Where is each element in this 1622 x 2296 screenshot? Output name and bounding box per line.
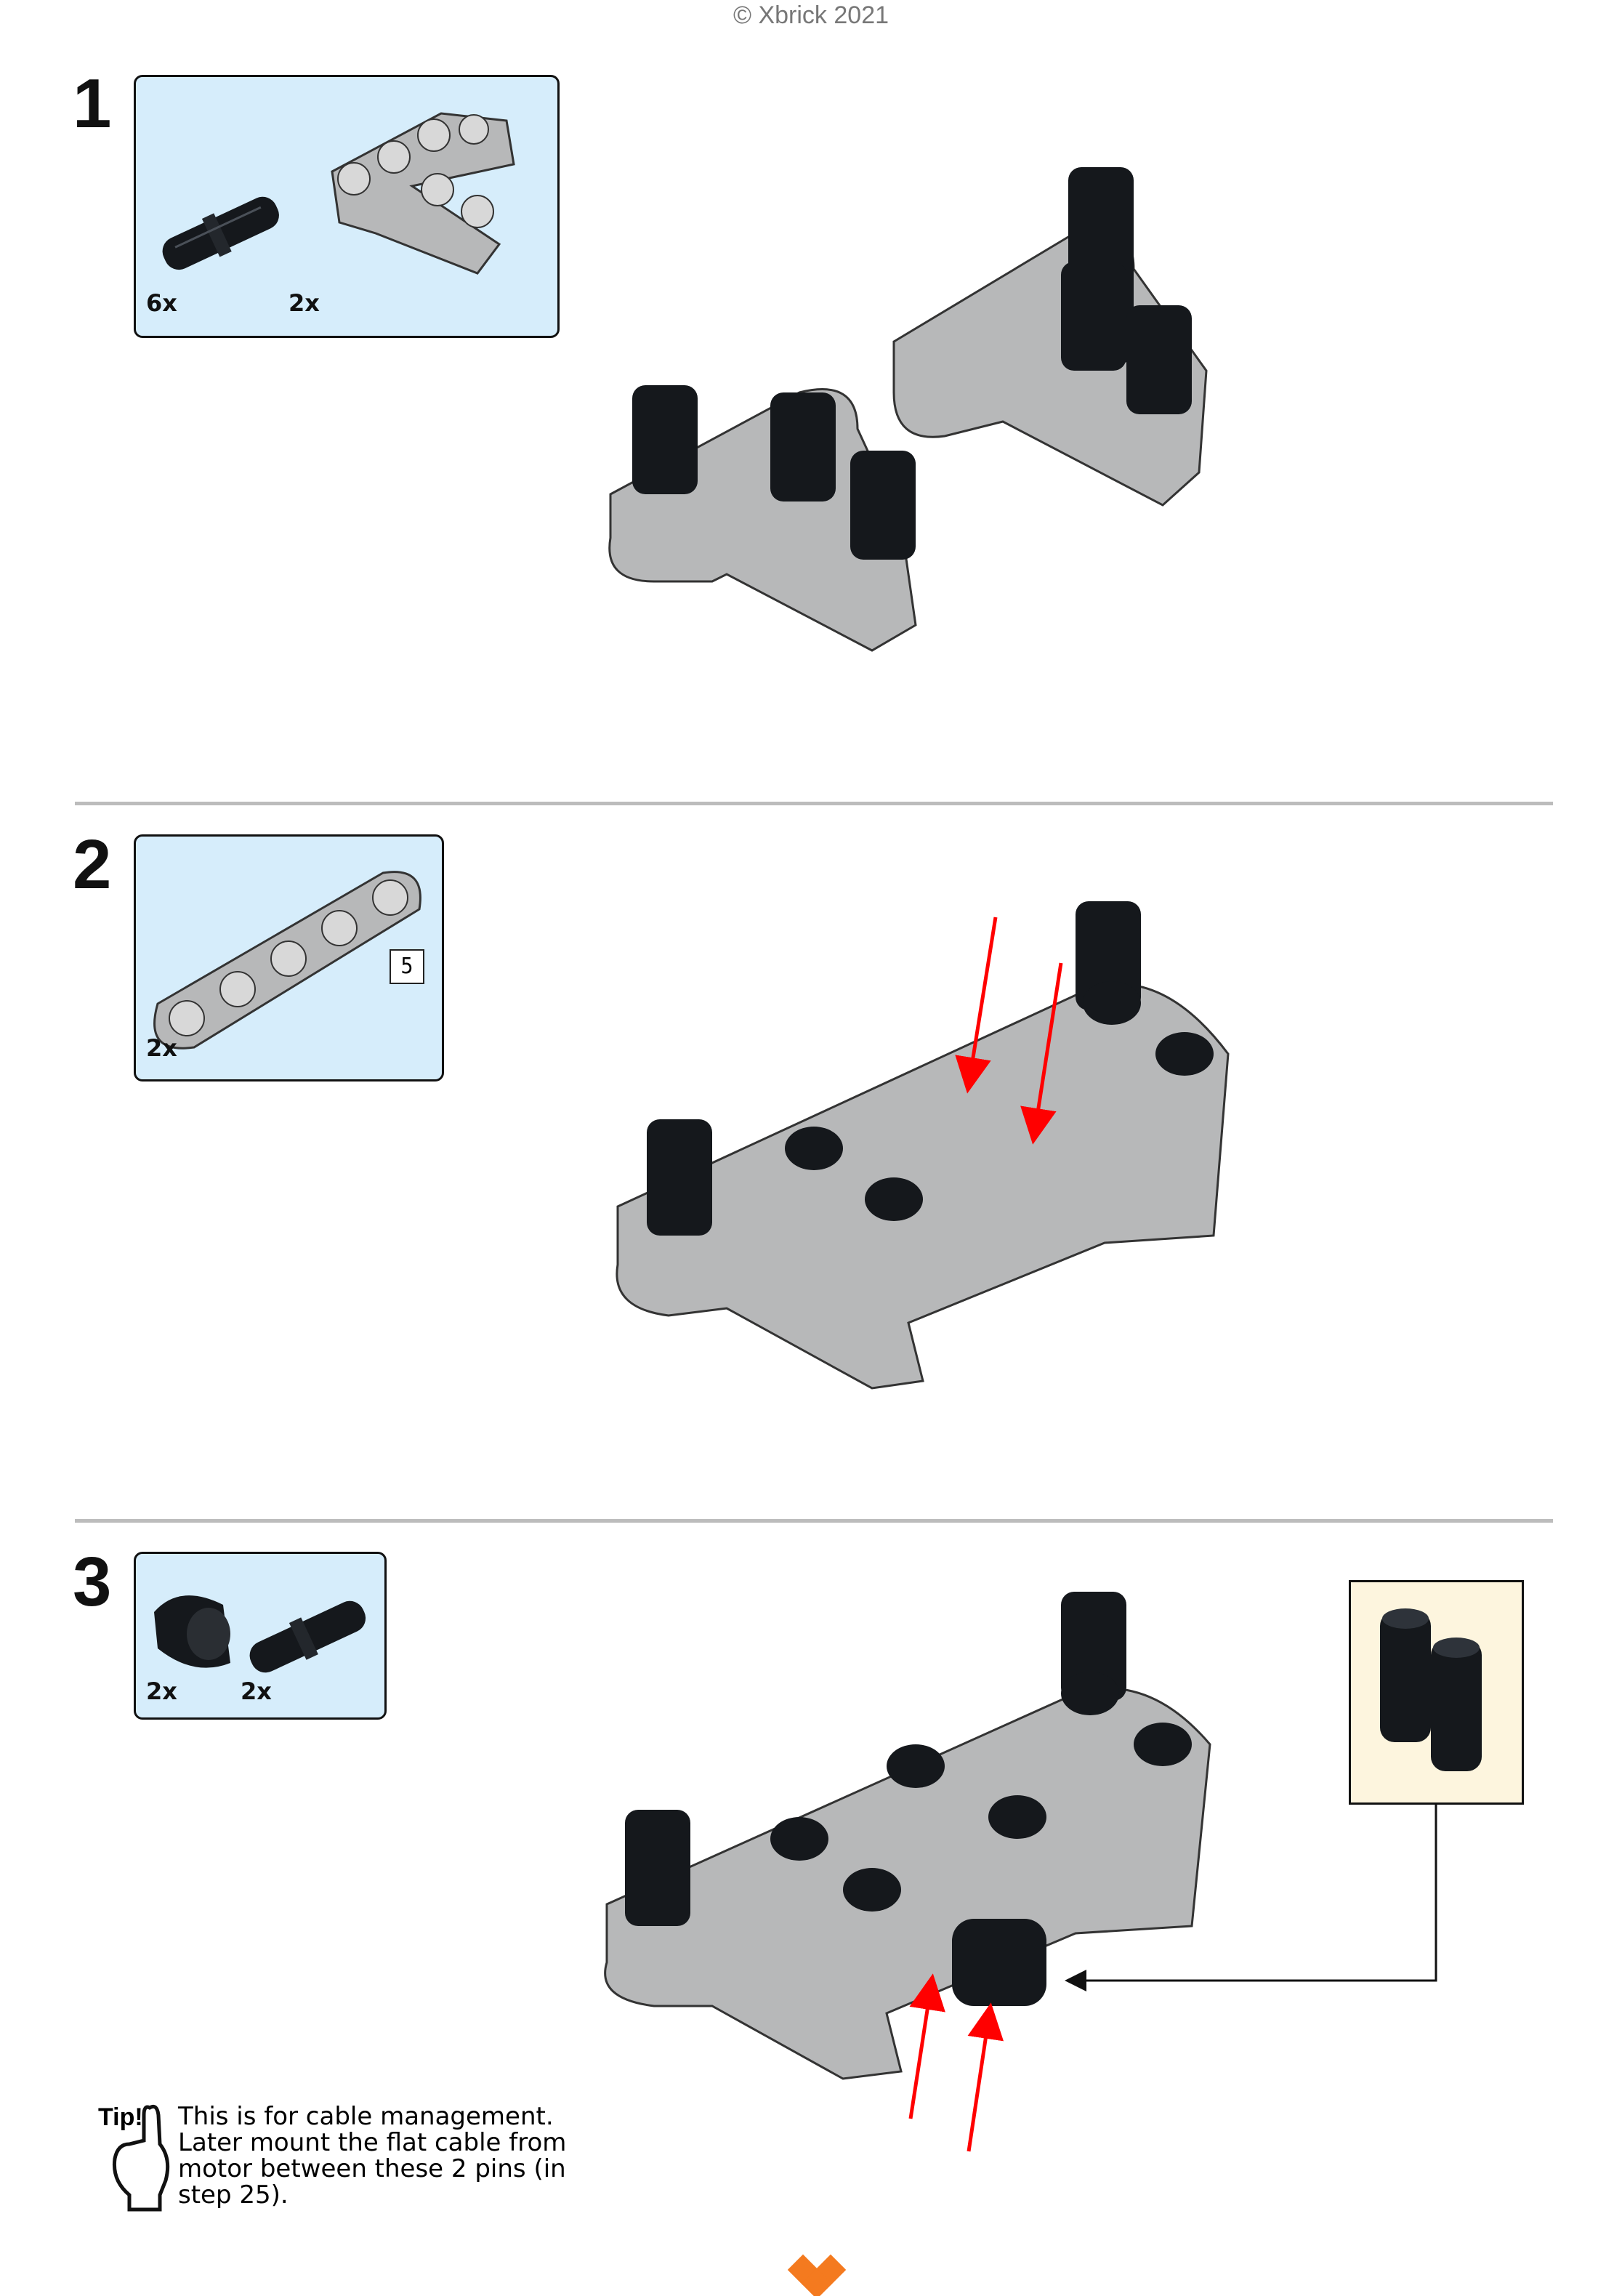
copyright-text: © Xbrick 2021 [733,1,889,29]
black-pin-icon [162,196,279,270]
step-number-1: 1 [73,65,112,142]
step-divider [75,1519,1553,1523]
parts-callout-step-2: 5 2x [134,834,444,1081]
black-pin-icon [249,1600,366,1673]
step-divider [75,802,1553,805]
part-quantity: 2x [241,1677,272,1705]
gray-t-beam-icon [331,112,515,275]
parts-illustration [154,1595,366,1673]
tip-text: This is for cable management. Later moun… [178,2102,567,2210]
step-1-model [608,167,1208,652]
step-3-model [604,1592,1211,2080]
black-bush-icon [154,1595,230,1668]
detail-callout [1349,1580,1524,1805]
xbrick-logo [787,2254,847,2296]
parts-callout-step-3: 2x 2x [134,1552,387,1720]
parts-illustration [162,112,515,275]
part-quantity: 2x [146,1034,177,1062]
pin-bush-detail-icon [1380,1608,1482,1771]
insert-arrow [1020,962,1063,1145]
gray-beam-5-icon [153,871,421,1050]
parts-callout-step-1: 6x 2x [134,75,560,338]
detail-pointer-line [1065,1805,1437,1991]
insert-arrow [967,2002,1004,2152]
pointing-hand-icon [112,2104,170,2212]
step-2-model [616,901,1230,1390]
step-number-2: 2 [73,826,112,903]
tip-label: Tip! [98,2103,143,2131]
insert-arrow [908,1973,945,2119]
insert-arrow [955,917,998,1094]
beam-length-label: 5 [390,949,424,984]
step-number-3: 3 [73,1543,112,1621]
part-quantity: 6x [146,289,177,317]
part-quantity: 2x [146,1677,177,1705]
part-quantity: 2x [289,289,320,317]
